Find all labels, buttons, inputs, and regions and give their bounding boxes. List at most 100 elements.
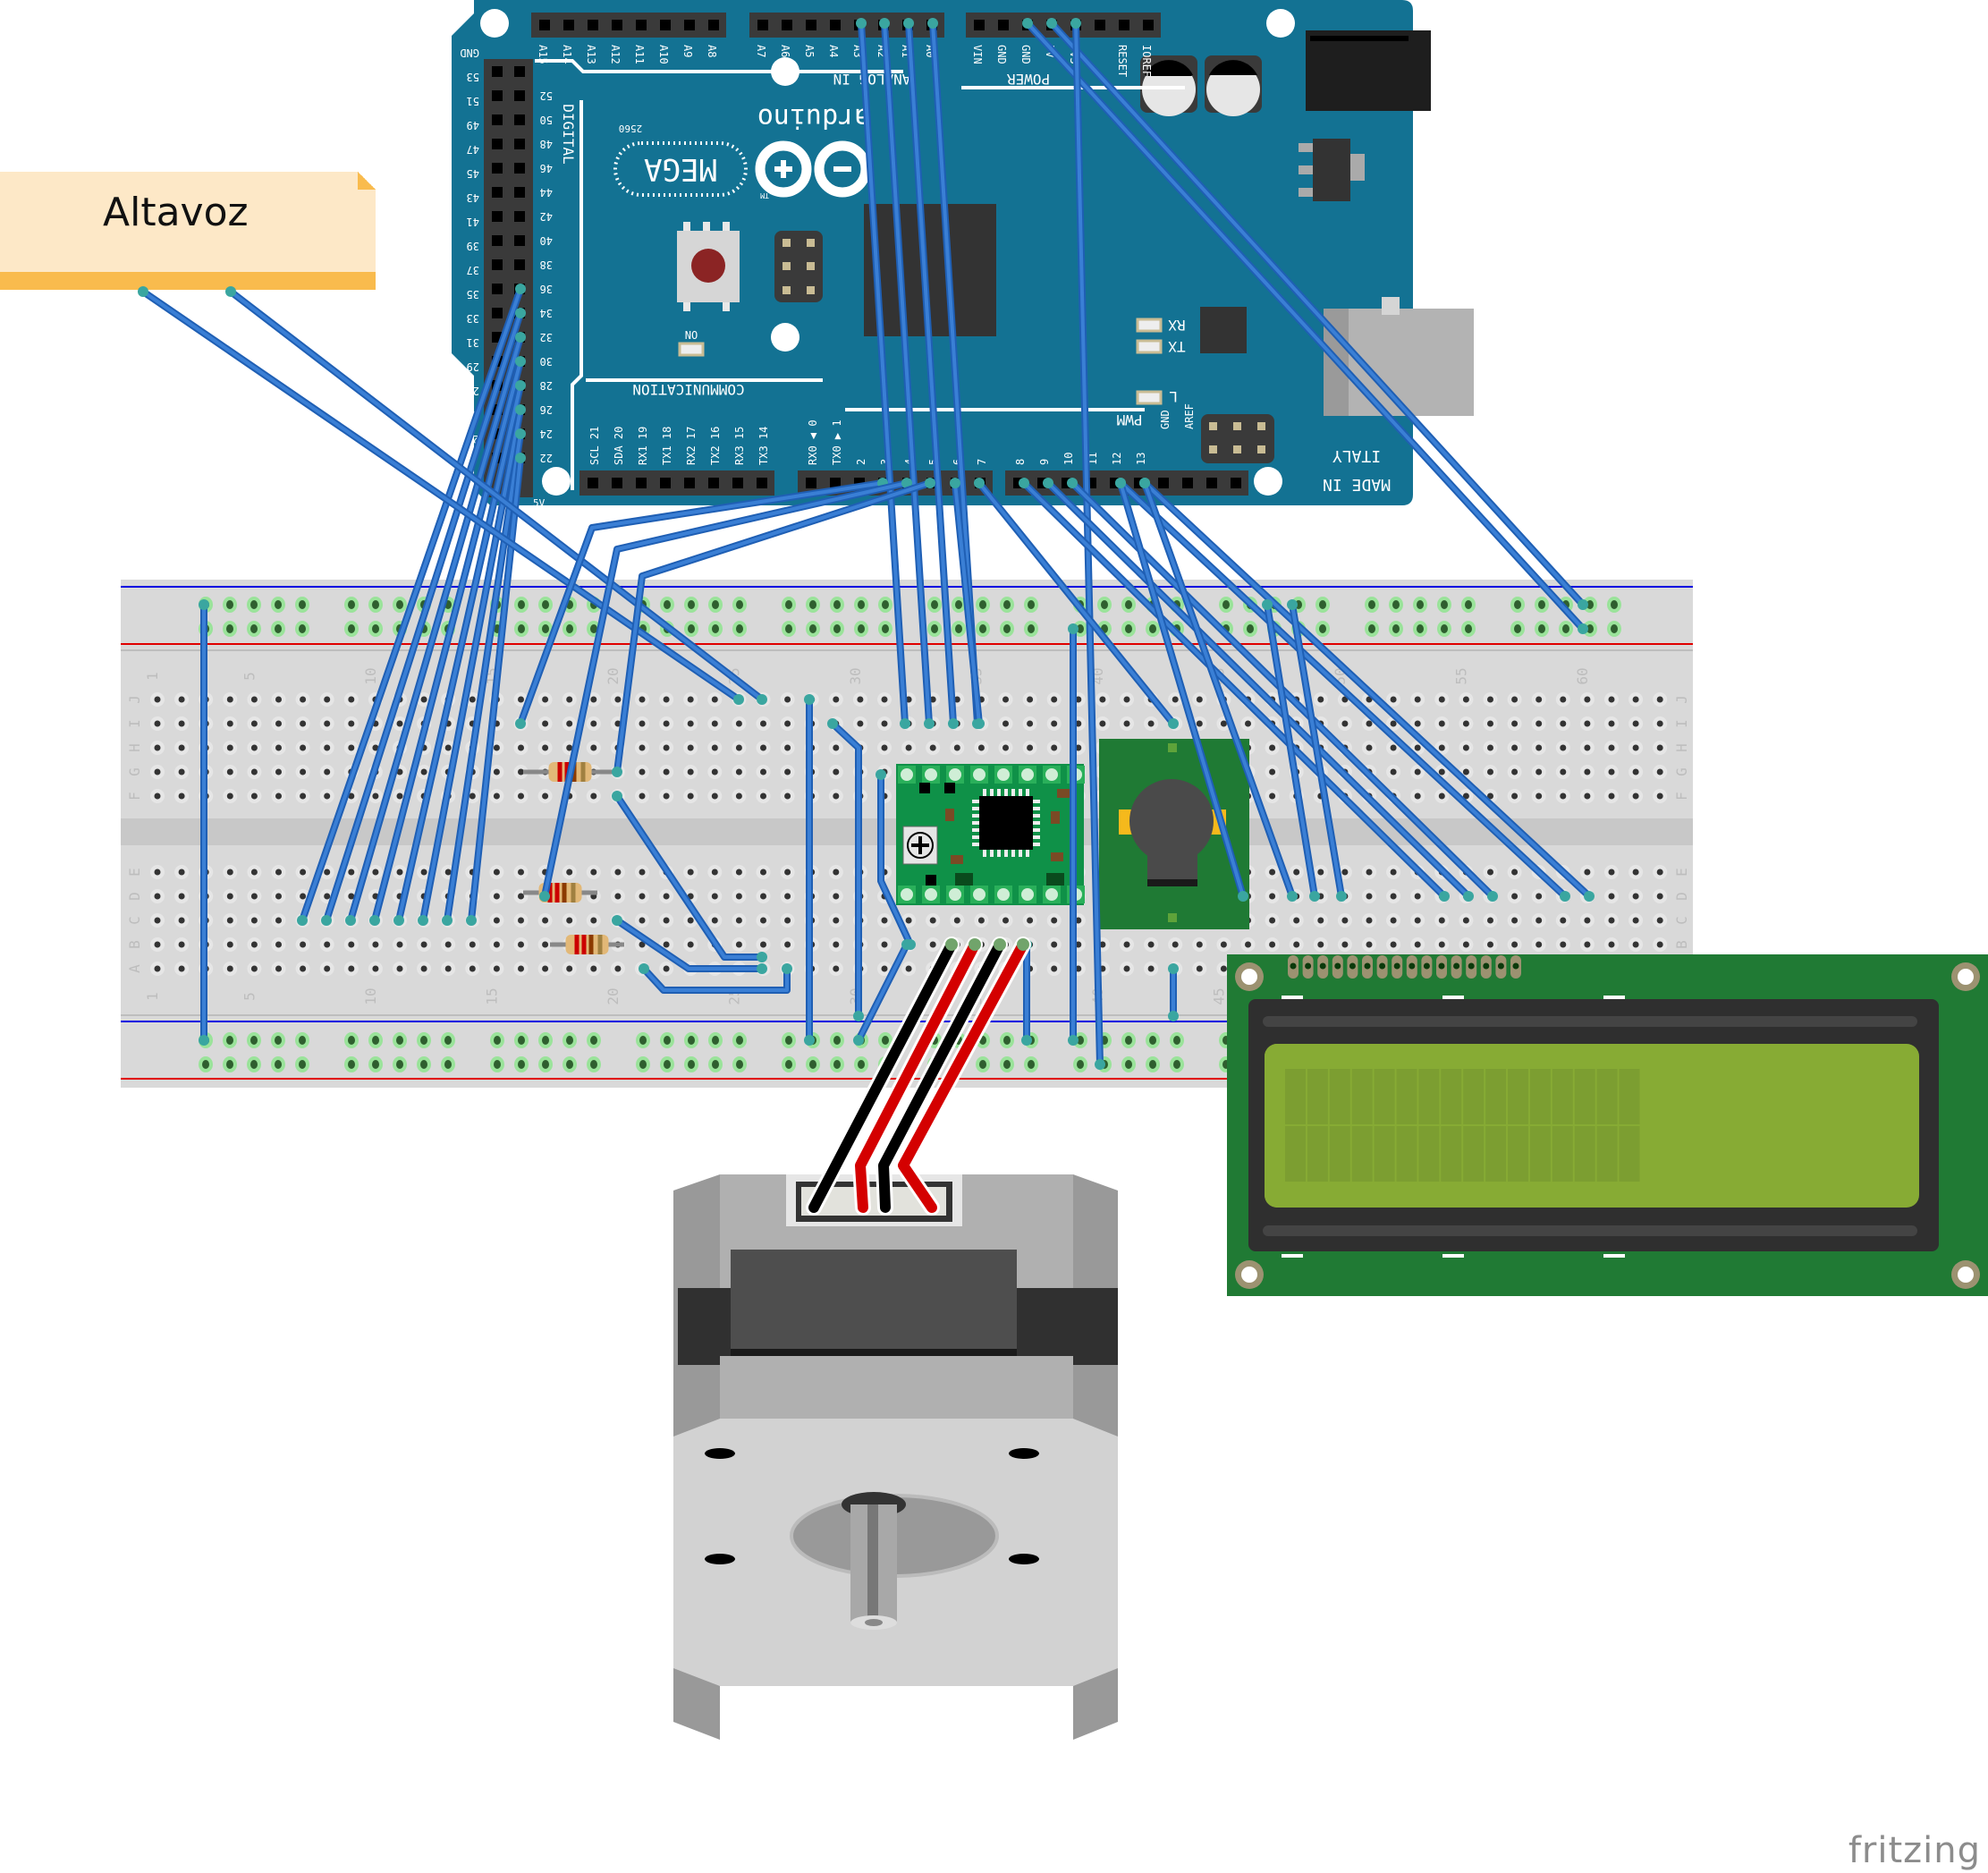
driver-pin [973,888,986,901]
pin-label: 30 [540,355,553,368]
pin-label: A4 [827,45,840,57]
lcd-16x2[interactable] [1227,954,1988,1296]
rx-led [1136,318,1163,333]
l-led [1136,390,1163,405]
pin-label: 11 [1087,453,1099,465]
driver-pin [973,768,986,781]
pin-label: 27 [467,385,479,397]
l-label: L [1169,388,1178,405]
row-letter: C [1673,916,1690,925]
stepper-driver-a4988[interactable] [896,764,1085,905]
pin-label: A13 [585,45,597,64]
pin-label: 49 [467,119,479,131]
lcd-cell [1351,1069,1373,1124]
arduino-mega-board[interactable]: arduino TM MEGA 2560 ON RX TX L MADE IN … [452,0,1474,509]
reset-button[interactable] [677,222,740,311]
lcd-cell [1351,1126,1373,1182]
column-number: 1 [144,992,161,1001]
pin-label: 39 [467,240,479,252]
header-pin [684,478,695,488]
pin-label: 29 [467,360,479,373]
lcd-cell [1485,1069,1507,1124]
pin-label: 37 [467,264,479,276]
column-number: 15 [483,987,500,1004]
lcd-cell [1529,1126,1551,1182]
header-pin [660,20,671,30]
buzzer-module[interactable] [1099,739,1249,929]
lcd-cell [1508,1069,1528,1124]
header-pin [708,478,719,488]
mount-hole [771,323,799,352]
lcd-cell [1418,1069,1440,1124]
pin-label: RX2 17 [685,427,698,465]
header-pin [492,66,503,77]
italy-label: ITALY [1332,446,1381,465]
stepper-motor[interactable] [673,1174,1118,1740]
pin-label: A5 [803,45,816,57]
lcd-cell [1574,1126,1595,1182]
column-number: 20 [605,987,622,1004]
pin-label: IOREF [1140,45,1153,77]
pin-label: AREF [1183,403,1196,429]
header-pin [492,139,503,149]
header-pin [974,20,985,30]
pin-label: 41 [467,216,479,228]
pin-label: 33 [467,312,479,325]
motor-wire [898,939,1028,1213]
voltage-regulator [1313,139,1350,201]
pin-label: A12 [609,45,622,64]
lcd-cell [1529,1069,1551,1124]
pin-label: GND [1159,410,1172,429]
row-letter: H [1673,743,1690,752]
driver-pin [925,768,937,781]
on-led [678,342,705,357]
motor-wire [878,939,1005,1213]
pin-label: 31 [467,336,479,349]
row-letter: J [1673,695,1690,704]
lcd-cell [1374,1126,1395,1182]
pin-label: SCL 21 [588,427,601,465]
column-number: 30 [847,667,864,684]
lcd-cell [1285,1126,1306,1182]
header-pin [492,284,503,294]
pin-label: SDA 20 [613,427,625,465]
column-number: 60 [1574,667,1591,684]
header-pin [684,20,695,30]
mount-hole [542,467,571,496]
pin-label: 8 [1014,459,1027,465]
pin-label: TX2 16 [709,427,722,465]
lcd-cell [1463,1126,1485,1182]
pin-label: 43 [467,191,479,204]
pin-label: A6 [779,45,791,57]
tx-led [1136,339,1163,354]
header-pin [492,163,503,174]
on-led-label: ON [685,328,698,341]
header-pin [492,187,503,198]
pin-label: 26 [540,403,553,416]
driver-pin [1045,768,1058,781]
header-pin [612,20,622,30]
note-fold-icon [358,172,376,190]
header-pin [514,90,525,101]
column-number: 5 [241,672,258,681]
jumper-wires [138,18,1595,1070]
pin-label: A7 [755,45,767,57]
pin-label: A10 [657,45,670,64]
header-pin [1143,20,1154,30]
header-pin [539,20,550,30]
header-pin [514,114,525,125]
header-pin [1206,478,1217,488]
pin-label: 13 [1135,453,1147,465]
header-pin [830,478,841,488]
lcd-cell [1418,1126,1440,1182]
driver-pin [901,888,913,901]
header-pin [1095,20,1105,30]
icsp-header [774,231,823,302]
pin-label: 47 [467,143,479,156]
pin-label: RESET [1116,45,1129,77]
lcd-cell [1307,1069,1328,1124]
header-analog-low [749,13,944,38]
note-altavoz[interactable]: Altavoz [0,172,376,290]
header-pin [514,139,525,149]
arduino-logo-text: arduino [757,102,870,133]
